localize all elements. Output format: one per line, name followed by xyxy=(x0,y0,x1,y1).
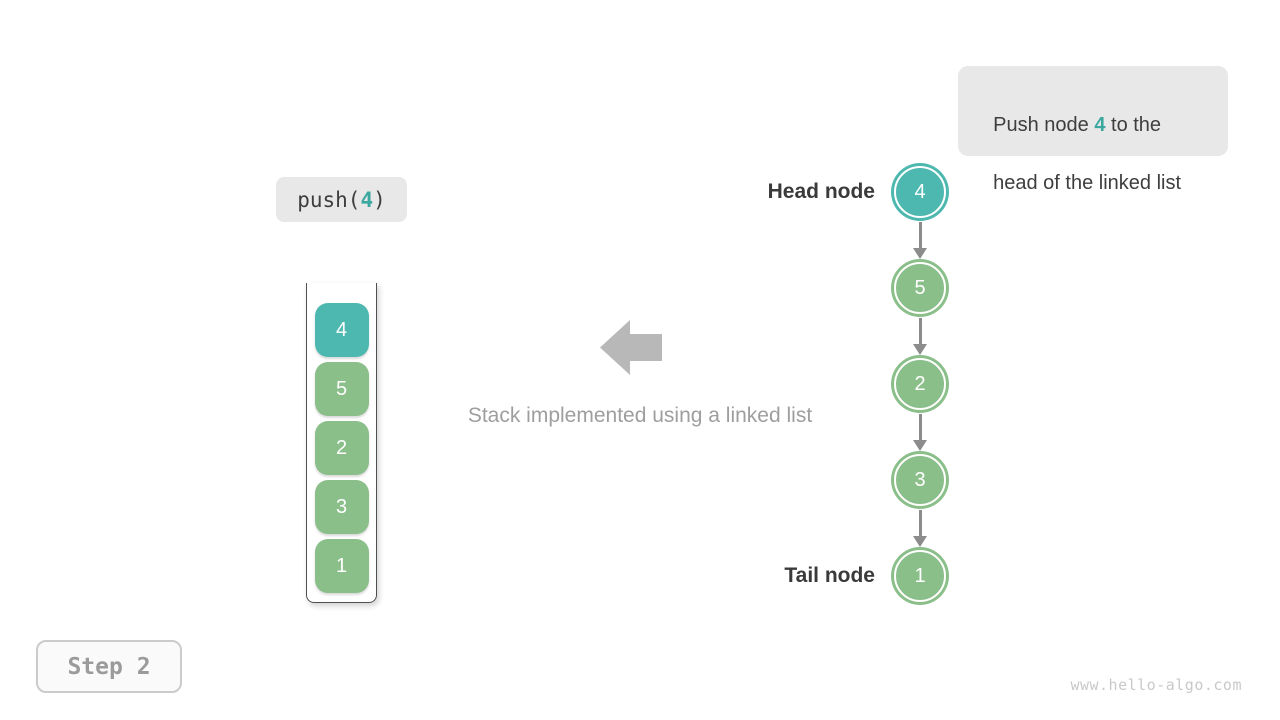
stack-item: 4 xyxy=(314,303,369,357)
site-watermark: www.hello-algo.com xyxy=(1070,676,1242,694)
callout-highlight-number: 4 xyxy=(1094,114,1106,136)
down-arrow-icon xyxy=(913,536,927,547)
diagram-caption: Stack implemented using a linked list xyxy=(467,404,813,427)
down-arrow-icon xyxy=(913,440,927,451)
stack-item: 1 xyxy=(314,539,369,593)
callout-text-post: to the xyxy=(1105,114,1162,136)
linked-list-node: 4 xyxy=(894,166,946,218)
connector-line xyxy=(918,414,922,440)
linked-list-node: 5 xyxy=(894,262,946,314)
stack-item: 3 xyxy=(314,480,369,534)
code-pre: push( xyxy=(297,187,361,212)
callout-text-line2: head of the linked list xyxy=(993,172,1182,194)
tail-node-label: Tail node xyxy=(784,564,875,587)
push-operation-code-chip: push(4) xyxy=(276,177,407,222)
stack-item: 2 xyxy=(314,421,369,475)
push-description-callout: Push node 4 to the head of the linked li… xyxy=(958,66,1228,194)
connector-line xyxy=(918,222,922,248)
head-node-label: Head node xyxy=(767,180,875,203)
step-badge: Step 2 xyxy=(36,640,182,693)
stack-container: 4 5 2 3 1 xyxy=(306,283,377,603)
down-arrow-icon xyxy=(913,344,927,355)
left-block-arrow-icon xyxy=(600,320,662,375)
code-argument: 4 xyxy=(360,187,374,212)
linked-list-node: 1 xyxy=(894,550,946,602)
down-arrow-icon xyxy=(913,248,927,259)
linked-list-node: 3 xyxy=(894,454,946,506)
connector-line xyxy=(918,318,922,344)
linked-list-node: 2 xyxy=(894,358,946,410)
stack-item: 5 xyxy=(314,362,369,416)
callout-text-pre: Push node xyxy=(993,114,1095,136)
code-post: ) xyxy=(373,187,386,212)
connector-line xyxy=(918,510,922,536)
